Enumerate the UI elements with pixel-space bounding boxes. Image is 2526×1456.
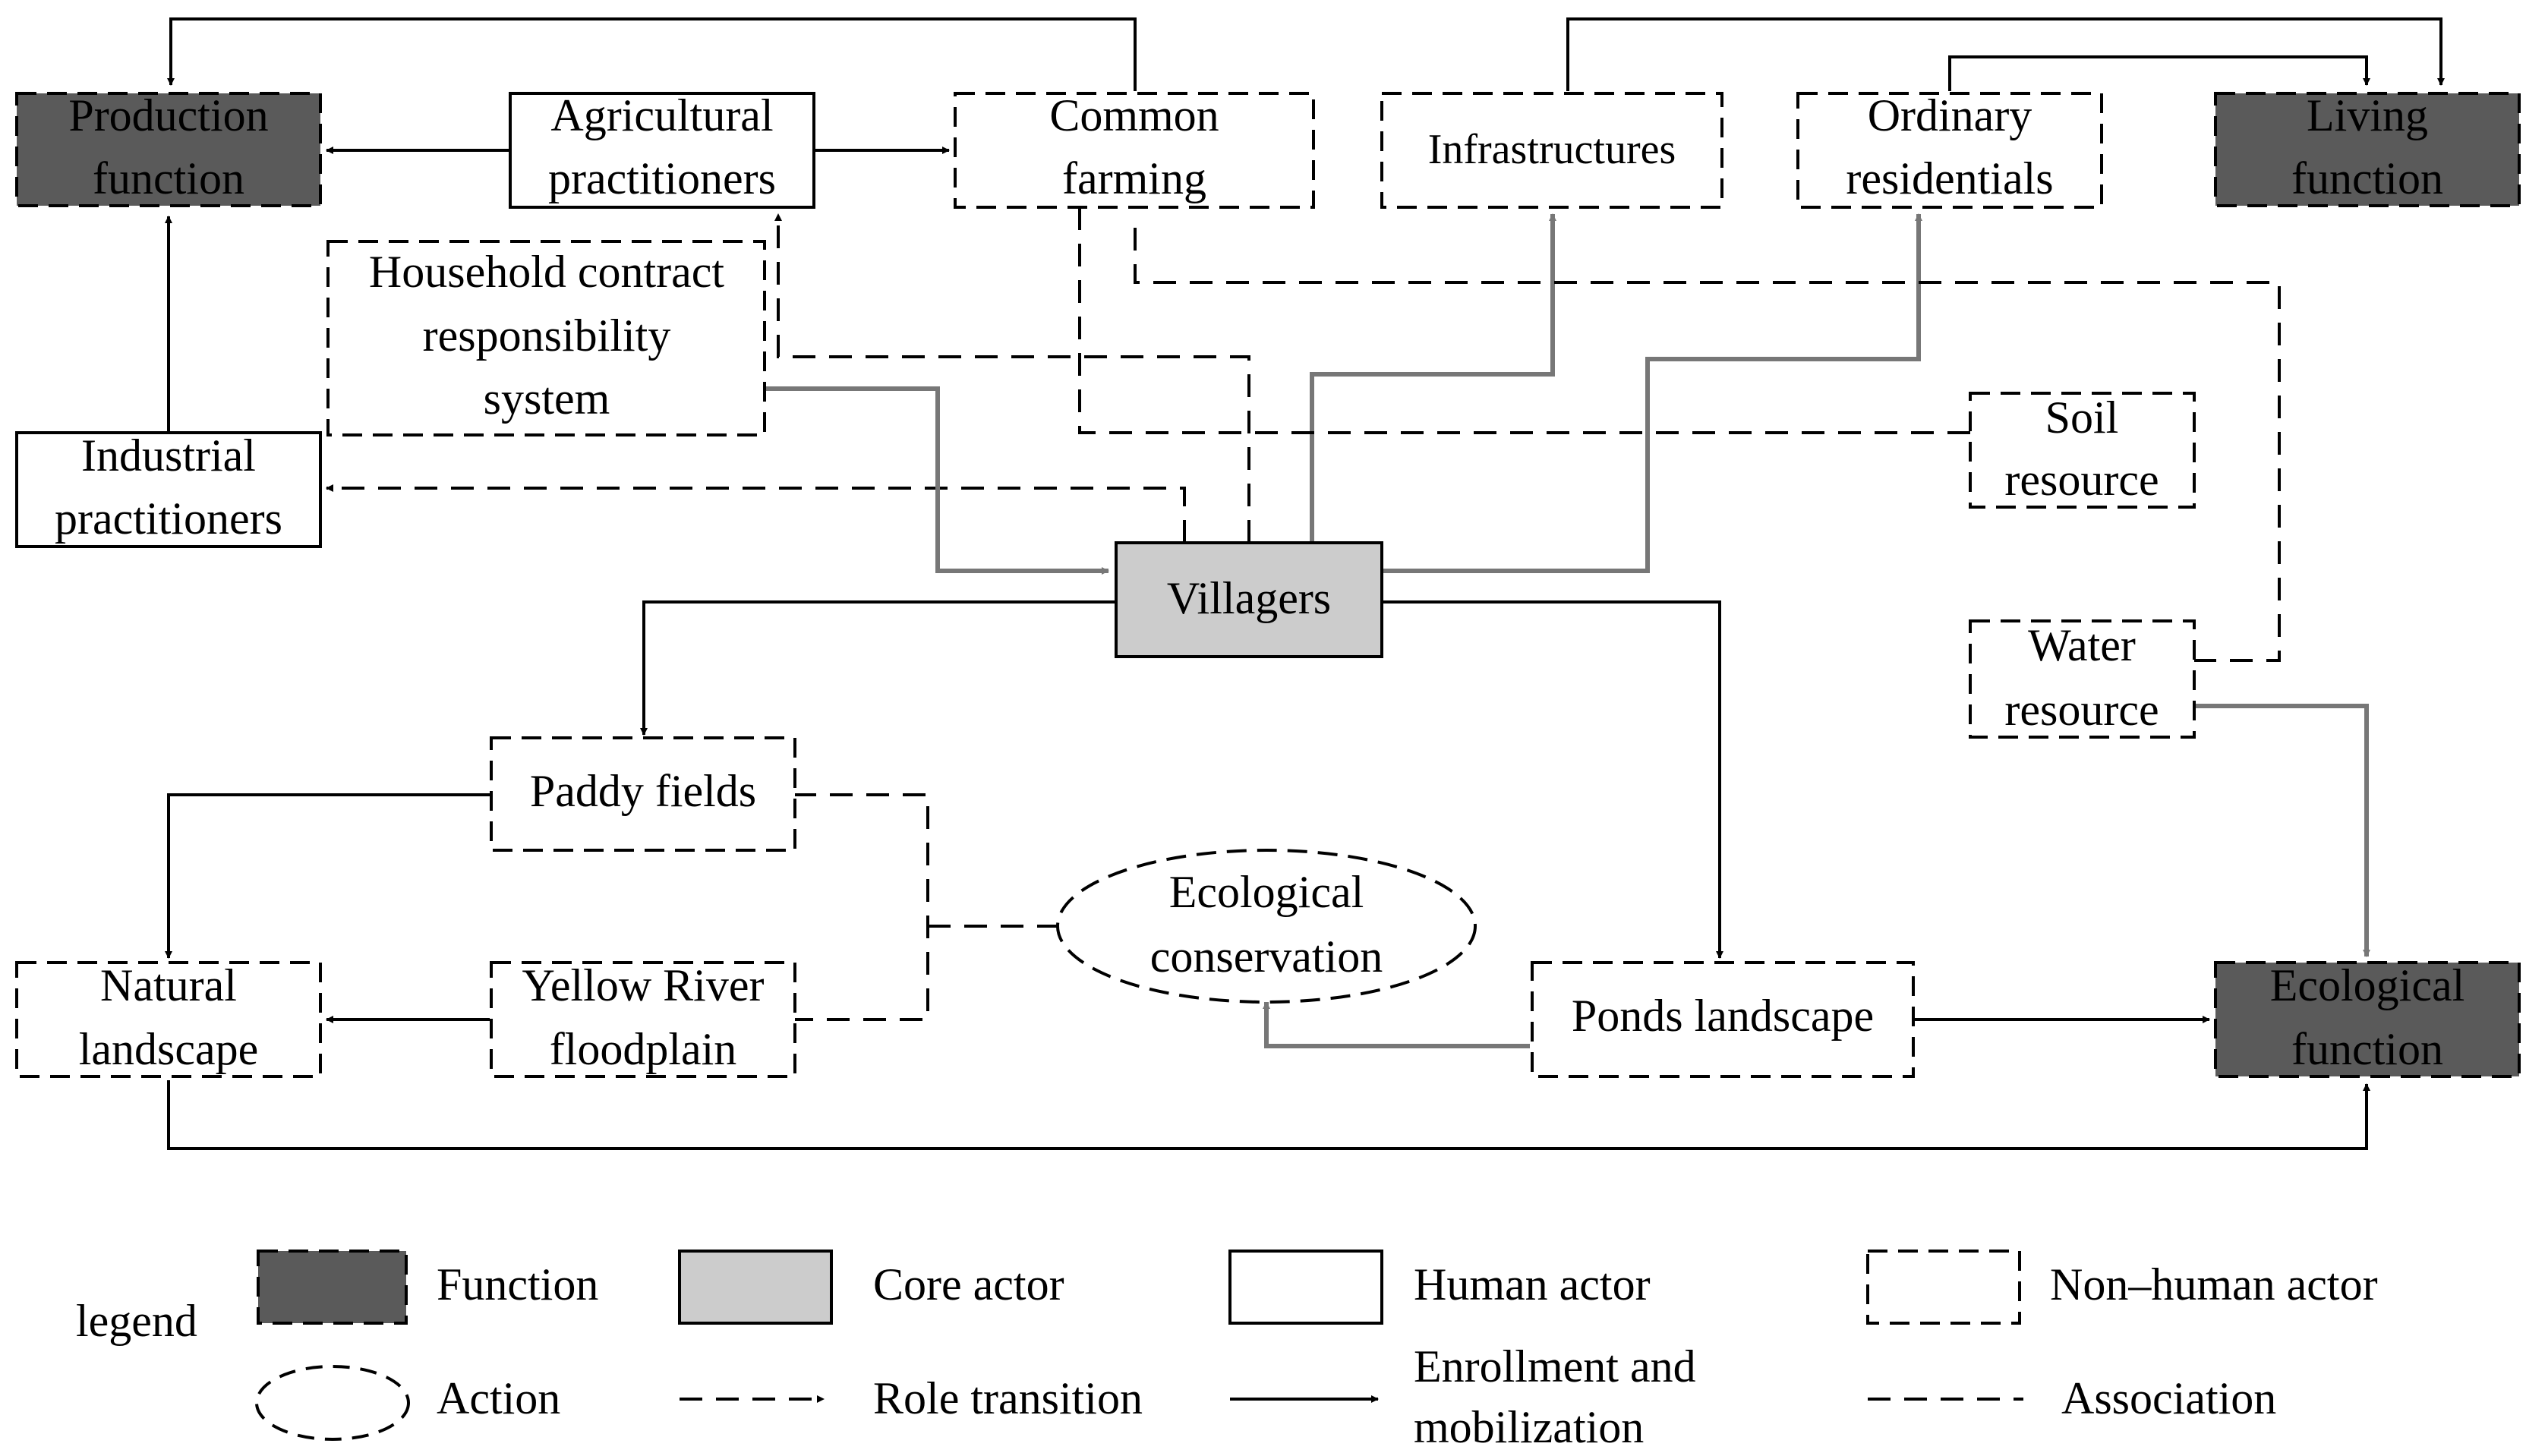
water-resource-line2: resource [2004,685,2159,735]
node-industrial-practitioners: Industrial practitioners [15,430,322,548]
ecological-function-line1: Ecological [2270,960,2465,1010]
legend-nonhuman-actor-label: Non–human actor [2050,1259,2378,1309]
node-agricultural-practitioners: Agricultural practitioners [509,90,815,209]
node-yellow-river-floodplain: Yellow River floodplain [490,960,796,1078]
living-function-line2: function [2291,153,2443,203]
legend-title: legend [76,1296,197,1346]
household-contract-line1: Household contract [369,247,725,297]
legend-nonhuman-actor-swatch [1866,1250,2021,1325]
node-ecological-function: Ecological function [2214,960,2521,1078]
edge-villagers-to-residentials [1382,213,1922,573]
villagers-label: Villagers [1167,573,1331,623]
node-villagers: Villagers [1115,541,1383,658]
ordinary-residentials-line1: Ordinary [1868,90,2032,140]
edge-common-farming-water-association [1134,228,2281,662]
edge-water-to-ecological [2194,704,2370,957]
edge-villagers-to-agricultural-role [774,213,1250,543]
legend-action-label: Action [437,1373,560,1423]
legend: legend Function Core actor Human actor N… [76,1250,2378,1452]
legend-action-swatch [255,1365,410,1441]
node-common-farming: Common farming [954,90,1315,209]
edge-infrastructures-to-living [1566,17,2445,91]
industrial-practitioners-line1: Industrial [81,430,256,481]
legend-human-actor-swatch [1228,1250,1383,1325]
legend-association-label: Association [2061,1373,2276,1423]
yellow-river-line1: Yellow River [522,960,765,1010]
legend-core-actor-swatch [678,1250,833,1325]
edge-common-farming-to-production [167,17,1137,91]
node-infrastructures: Infrastructures [1380,92,1723,209]
node-natural-landscape: Natural landscape [15,960,322,1078]
agricultural-practitioners-line1: Agricultural [550,90,773,140]
edge-villagers-to-paddy [640,600,1116,736]
legend-enrollment-line1: Enrollment and [1414,1341,1696,1391]
node-ecological-conservation: Ecological conservation [1056,849,1477,1004]
node-household-contract-responsibility-system: Household contract responsibility system [326,240,766,436]
soil-resource-line1: Soil [2045,392,2119,443]
edge-villagers-to-ponds [1382,600,1723,959]
infrastructures-label: Infrastructures [1428,126,1676,173]
agricultural-practitioners-line2: practitioners [548,153,776,203]
yellow-river-line2: floodplain [550,1024,737,1074]
ecological-conservation-line2: conservation [1150,931,1383,982]
nodes: Production function Agricultural practit… [15,90,2521,1078]
natural-landscape-line2: landscape [79,1024,259,1074]
living-function-line1: Living [2307,90,2428,140]
edge-villagers-to-industrial-role [326,484,1186,543]
legend-human-actor-label: Human actor [1414,1259,1651,1309]
node-ponds-landscape: Ponds landscape [1531,961,1915,1078]
node-soil-resource: Soil resource [1969,392,2196,509]
common-farming-line1: Common [1049,90,1219,140]
node-living-function: Living function [2214,90,2521,207]
edge-paddy-yellow-association [793,793,929,1021]
household-contract-line2: responsibility [423,310,671,361]
node-paddy-fields: Paddy fields [490,736,796,852]
edge-common-farming-soil-association [1078,207,1970,434]
node-production-function: Production function [15,90,322,207]
edge-villagers-to-infrastructures [1310,213,1556,543]
ponds-landscape-label: Ponds landscape [1572,991,1874,1041]
legend-function-swatch [257,1250,408,1325]
legend-role-transition-label: Role transition [873,1373,1143,1423]
edge-natural-to-ecological [167,1080,2370,1150]
edge-paddy-to-natural [165,793,490,959]
edge-ponds-to-conservation [1263,1001,1530,1048]
connectors [165,17,2445,1150]
node-ordinary-residentials: Ordinary residentials [1796,90,2103,209]
ecological-conservation-line1: Ecological [1169,867,1364,917]
household-contract-line3: system [484,373,610,424]
edge-residentials-to-living [1948,55,2370,91]
legend-function-label: Function [437,1259,598,1309]
paddy-fields-label: Paddy fields [530,766,756,816]
legend-core-actor-label: Core actor [873,1259,1064,1309]
legend-enrollment-line2: mobilization [1414,1402,1644,1452]
soil-resource-line2: resource [2004,455,2159,505]
ecological-function-line2: function [2291,1024,2443,1074]
water-resource-line1: Water [2028,620,2136,670]
natural-landscape-line1: Natural [100,960,237,1010]
production-function-line1: Production [68,90,268,140]
edge-household-contract-to-villagers [763,386,1109,575]
ordinary-residentials-line2: residentials [1846,153,2053,203]
industrial-practitioners-line2: practitioners [55,493,282,544]
node-water-resource: Water resource [1969,619,2196,739]
common-farming-line2: farming [1062,153,1206,203]
production-function-line2: function [93,153,244,203]
